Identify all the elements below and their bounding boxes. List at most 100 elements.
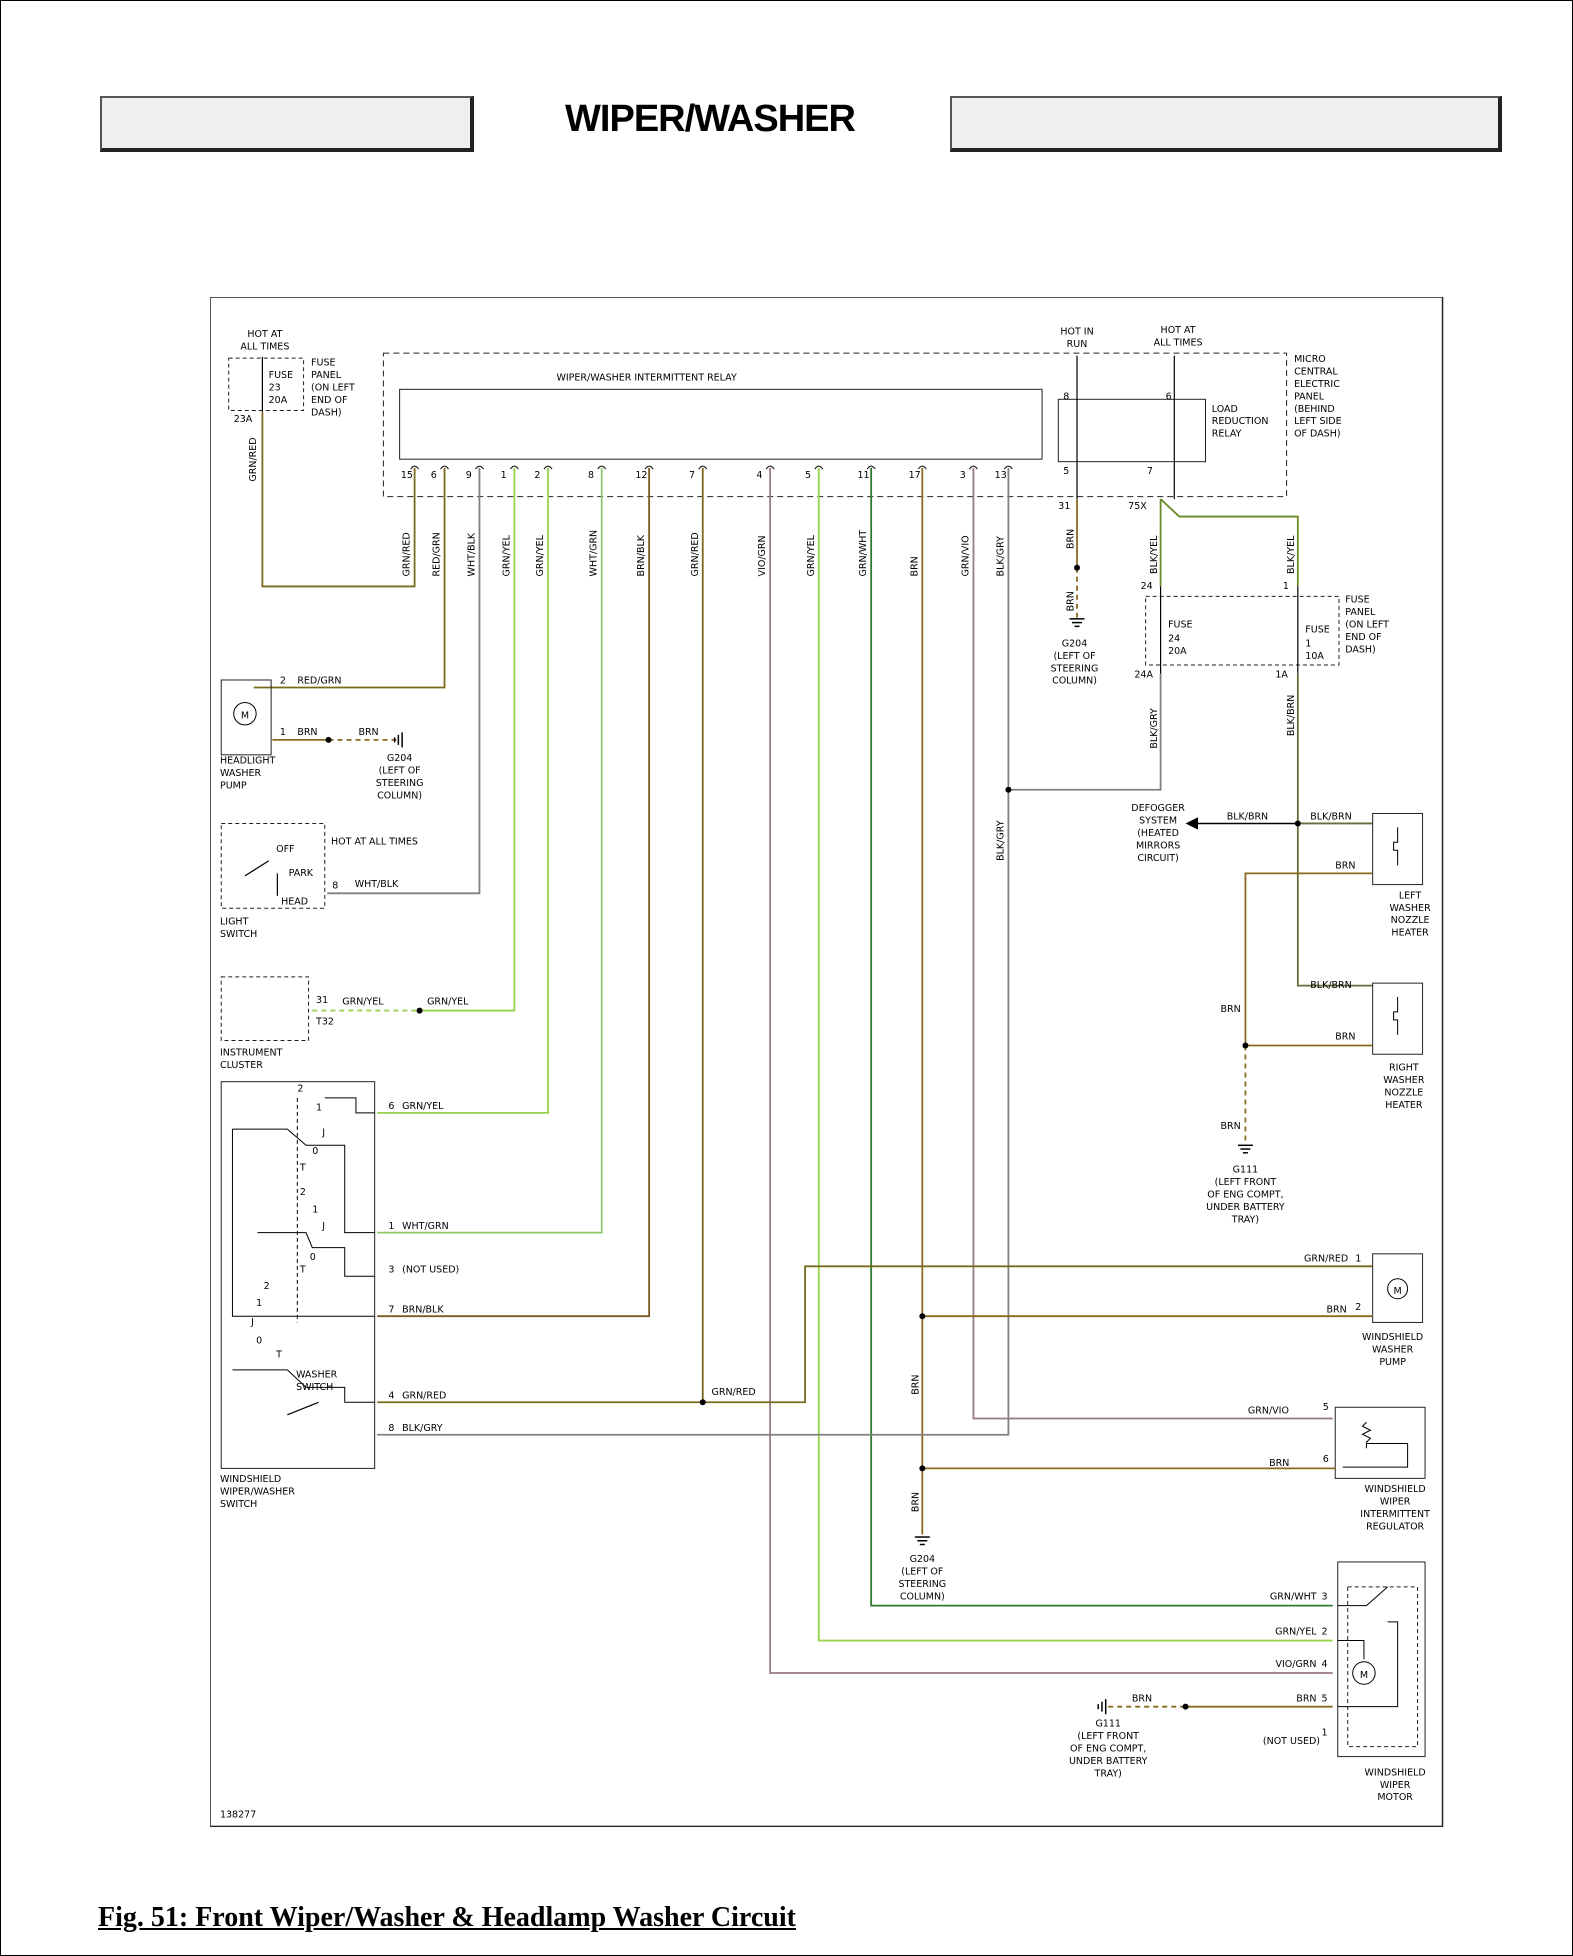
ws-switch-wiper-pos-1: 1 bbox=[316, 1102, 322, 1113]
ground-g111-mid-name: G111 bbox=[1233, 1165, 1259, 1176]
headlight-pump-wire-1: BRN bbox=[297, 727, 317, 738]
ws-switch-pin-3: 3 bbox=[388, 1265, 394, 1276]
right-heater-box bbox=[1372, 982, 1424, 1055]
diagram-id-number: 138277 bbox=[220, 1810, 256, 1821]
wire-grn-red-switch4 bbox=[377, 1265, 1373, 1404]
ws-switch-washer-pos-T: T bbox=[275, 1349, 282, 1360]
relay-pin-6-label: 6 bbox=[431, 470, 437, 481]
ws-switch-wire-label-6: GRN/YEL bbox=[402, 1101, 444, 1112]
relay-wire-label-2: RED/GRN bbox=[432, 532, 443, 576]
fuse-right-desc-line-1: FUSE bbox=[1345, 595, 1369, 606]
headlight-pump-pin-2: 2 bbox=[280, 676, 286, 687]
ws-switch-internal-2 bbox=[232, 1128, 375, 1234]
fuse-left-desc-line-2: PANEL bbox=[311, 370, 342, 381]
relay-pin-13-label: 13 bbox=[995, 470, 1007, 481]
relay-pin-7-connector bbox=[698, 465, 708, 470]
micro-hot-run-line-1: HOT IN bbox=[1060, 326, 1093, 337]
load-reduction-relay-label-line-2: REDUCTION bbox=[1212, 416, 1269, 427]
light-switch-hot: HOT AT ALL TIMES bbox=[331, 837, 418, 848]
micro-panel-desc-line-7: OF DASH) bbox=[1294, 429, 1341, 440]
ws-switch-washer-label-line-1: WASHER bbox=[296, 1369, 338, 1380]
light-switch-desc-line-1: LIGHT bbox=[220, 916, 249, 927]
left-heater-desc-line-4: HEATER bbox=[1391, 928, 1429, 939]
splice-brn-pump bbox=[325, 736, 332, 743]
regulator-desc-line-3: INTERMITTENT bbox=[1360, 1509, 1430, 1520]
fuse-left-box bbox=[228, 357, 305, 412]
ws-switch-interval-pos-J: J bbox=[321, 1221, 325, 1232]
relay-pin-1-connector bbox=[509, 465, 519, 470]
ground-g111-low-desc-line-2: OF ENG COMPT, bbox=[1070, 1744, 1146, 1755]
splice-brn-regulator bbox=[919, 1465, 926, 1472]
fuse-left-label: FUSE bbox=[269, 370, 293, 381]
headlight-pump-motor bbox=[233, 701, 257, 726]
ground-g111-low-name: G111 bbox=[1095, 1719, 1121, 1730]
regulator-desc-line-4: REGULATOR bbox=[1366, 1522, 1424, 1533]
wire-label-brn-trunk-a: BRN bbox=[911, 1375, 922, 1395]
relay-pin-11-connector bbox=[866, 465, 876, 470]
relay-pin-12-connector bbox=[644, 465, 654, 470]
instrument-cluster-pin: 31 bbox=[316, 995, 328, 1006]
ground-g204-top-desc-line-3: COLUMN) bbox=[1052, 676, 1097, 687]
ws-pump-desc-line-2: WASHER bbox=[1372, 1344, 1414, 1355]
relay-pin-8-label: 8 bbox=[588, 470, 594, 481]
ws-switch-washer-pos-0: 0 bbox=[256, 1336, 262, 1347]
relay-pin-3-connector bbox=[969, 465, 978, 470]
light-switch-box bbox=[220, 822, 326, 909]
wire-grn-yel-cluster bbox=[419, 467, 516, 1012]
relay-wire-label-6: WHT/GRN bbox=[589, 530, 600, 577]
relay-wire-label-3: WHT/BLK bbox=[466, 532, 477, 576]
ws-pump-pin-1: 1 bbox=[1355, 1253, 1361, 1264]
ws-pump-wire-2: BRN bbox=[1327, 1304, 1347, 1315]
relay-wire-label-14: BLK/GRY bbox=[995, 536, 1006, 577]
relay-pin-17-label: 17 bbox=[909, 470, 921, 481]
relay-wire-label-4: GRN/YEL bbox=[501, 534, 512, 576]
fuse-left-desc-line-1: FUSE bbox=[311, 358, 335, 369]
wiper-motor-wire-label-2: GRN/YEL bbox=[1275, 1626, 1317, 1637]
page-title: WIPER/WASHER bbox=[565, 98, 856, 140]
right-heater-desc-line-4: HEATER bbox=[1385, 1100, 1423, 1111]
ws-switch-desc-line-2: WIPER/WASHER bbox=[220, 1487, 295, 1498]
headlight-pump-wire-2: RED/GRN bbox=[297, 676, 341, 687]
ground-g204-low-desc-line-3: COLUMN) bbox=[900, 1591, 945, 1602]
ws-switch-wiper-pos-2: 2 bbox=[297, 1084, 303, 1095]
wiper-motor-pin-1: 1 bbox=[1322, 1727, 1328, 1738]
diagram-frame bbox=[210, 297, 1444, 1827]
micro-panel-box bbox=[382, 352, 1288, 498]
ws-switch-wiper-pos-T: T bbox=[299, 1162, 306, 1173]
light-switch-head: HEAD bbox=[281, 897, 308, 908]
ws-pump-wire-1: GRN/RED bbox=[1304, 1253, 1348, 1264]
splice-blk-gry bbox=[1005, 786, 1012, 793]
light-switch-contact bbox=[244, 860, 269, 877]
defogger-desc-line-5: CIRCUIT) bbox=[1137, 853, 1178, 864]
splice-grn-red bbox=[699, 1399, 706, 1406]
right-heater-element bbox=[1393, 996, 1399, 1035]
light-switch-pin: 8 bbox=[332, 880, 338, 891]
fuse-right-term-24a: 24A bbox=[1134, 669, 1153, 680]
wire-label-brn-right-heater: BRN bbox=[1335, 1031, 1355, 1042]
ws-switch-washer-label-line-2: SWITCH bbox=[296, 1382, 333, 1393]
relay-pin-17-connector bbox=[917, 465, 927, 470]
wiper-motor-desc-line-3: MOTOR bbox=[1377, 1792, 1413, 1803]
ws-switch-interval-pos-2: 2 bbox=[300, 1187, 306, 1198]
wire-grn-red-fuse23 bbox=[261, 411, 416, 588]
wire-blk-brn-trunk bbox=[1296, 673, 1373, 987]
relay-pin-6-connector bbox=[440, 465, 449, 470]
micro-hot-all-line-2: ALL TIMES bbox=[1154, 338, 1203, 349]
micro-panel-desc-line-5: (BEHIND bbox=[1294, 404, 1335, 415]
light-switch-wire: WHT/BLK bbox=[355, 879, 399, 890]
wire-grn-yel-motor bbox=[817, 467, 1333, 1642]
splice-brn-heaters bbox=[1242, 1042, 1249, 1049]
splice-brn-ws-pump bbox=[919, 1313, 926, 1320]
ws-switch-internal-3 bbox=[231, 1129, 375, 1317]
micro-panel-desc-line-1: MICRO bbox=[1294, 354, 1326, 365]
wire-red-grn bbox=[253, 467, 446, 689]
wiper-motor-internal-2 bbox=[1337, 1640, 1365, 1660]
wiper-motor-wire-label-4: VIO/GRN bbox=[1275, 1659, 1316, 1670]
micro-term-31: 31 bbox=[1058, 501, 1070, 512]
ws-switch-internal-1 bbox=[324, 1097, 375, 1114]
relay-wire-label-9: VIO/GRN bbox=[757, 535, 768, 576]
micro-hot-run-line-2: RUN bbox=[1067, 339, 1088, 350]
light-switch-off: OFF bbox=[276, 844, 294, 855]
regulator-wire-6: BRN bbox=[1269, 1458, 1289, 1469]
ws-switch-pin-7: 7 bbox=[388, 1304, 394, 1315]
